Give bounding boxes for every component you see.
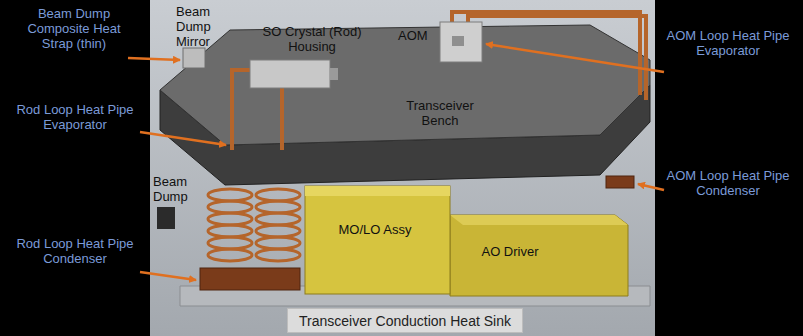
part-label: Beam Dump Mirror [176, 4, 248, 49]
part-label: AOM [398, 28, 436, 43]
callout-label: Rod Loop Heat Pipe Condenser [10, 236, 140, 266]
part-label: SO Crystal (Rod) Housing [256, 24, 368, 54]
part-label: Transceiver Bench [392, 98, 488, 128]
part-label: Beam Dump [153, 174, 205, 204]
callout-label: AOM Loop Heat Pipe Evaporator [664, 28, 792, 58]
box-label: Transceiver Conduction Heat Sink [288, 313, 522, 330]
callout-label: Beam Dump Composite Heat Strap (thin) [12, 6, 136, 51]
heat-sink-box: Transceiver Conduction Heat Sink [287, 308, 523, 333]
part-label: MO/LO Assy [320, 222, 430, 237]
part-label: AO Driver [460, 244, 560, 259]
callout-label: Rod Loop Heat Pipe Evaporator [10, 102, 140, 132]
callout-label: AOM Loop Heat Pipe Condenser [664, 168, 792, 198]
